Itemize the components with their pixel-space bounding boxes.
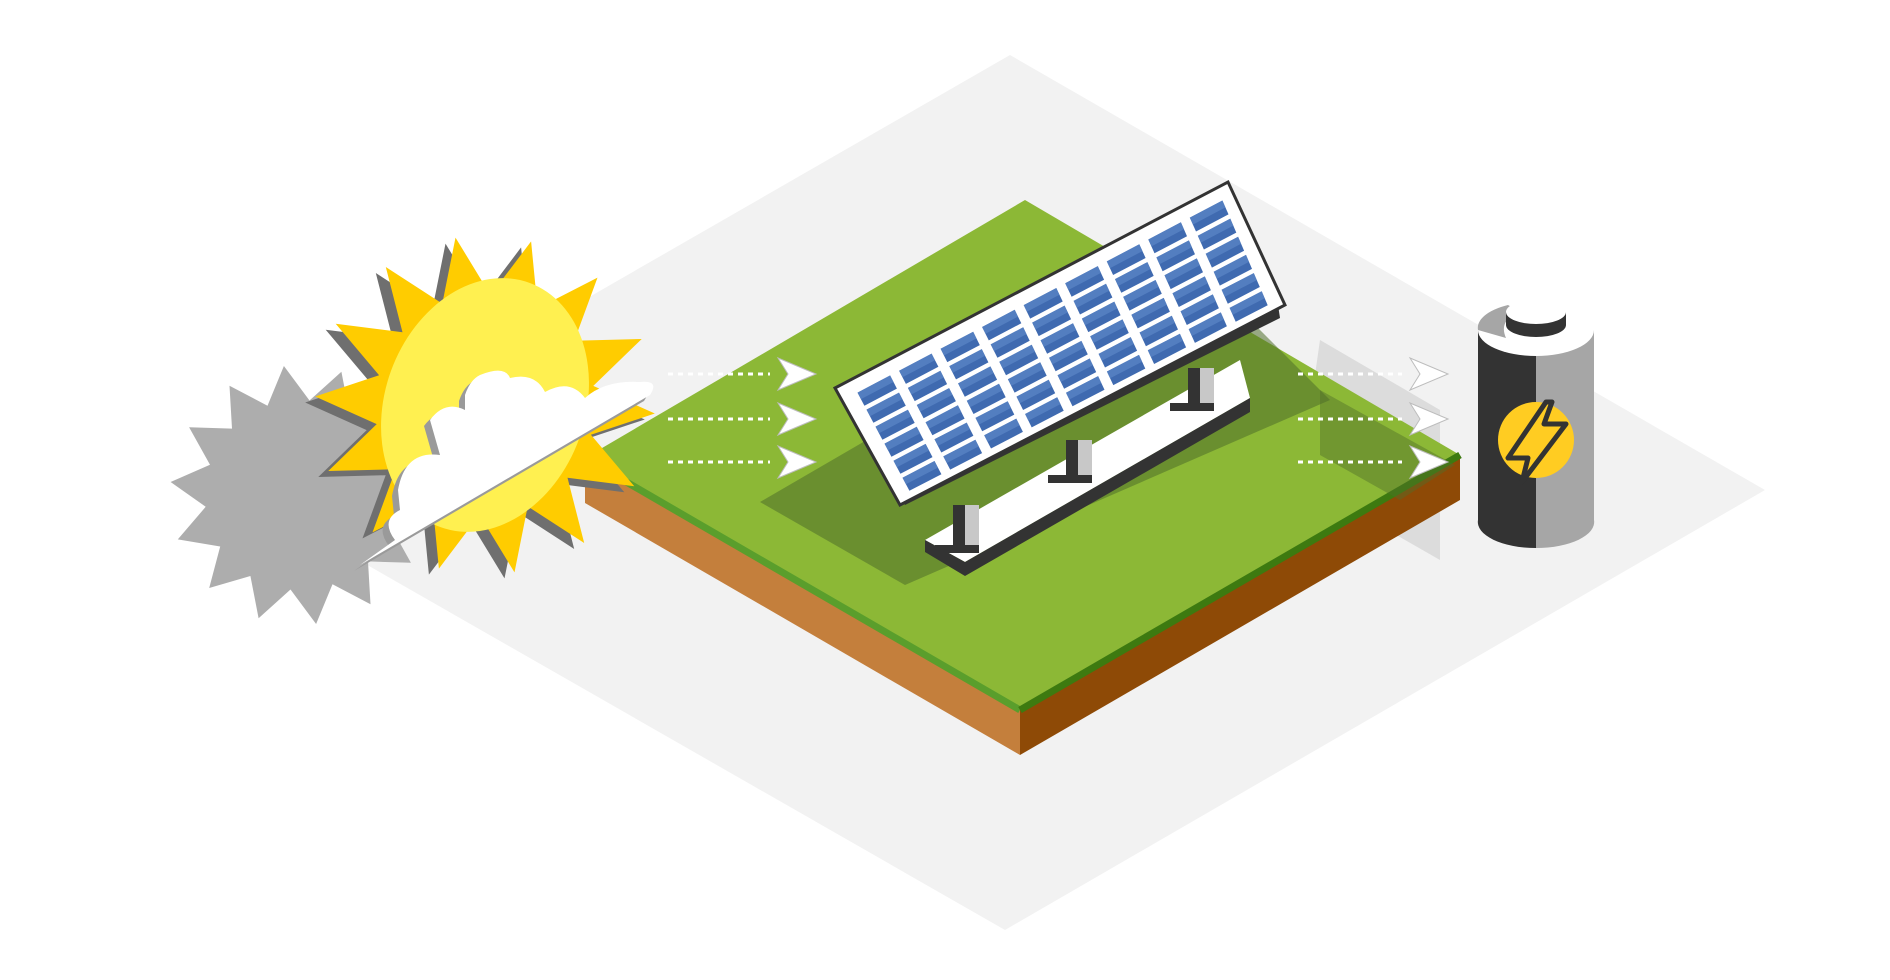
panel-cell-highlight — [1197, 218, 1234, 243]
panel-cell-highlight — [1205, 236, 1242, 261]
panel-cell-highlight — [1148, 222, 1184, 247]
panel-cell-highlight — [1156, 240, 1192, 265]
grass-edge-right — [1018, 451, 1462, 714]
panel-cell-highlight — [1139, 315, 1175, 340]
panel-cell-highlight — [1115, 262, 1151, 286]
panel-cell-highlight — [1106, 354, 1143, 379]
battery-terminal-top — [1506, 300, 1566, 324]
panel-cell-highlight — [875, 409, 912, 434]
panel-cell-highlight — [1025, 397, 1061, 421]
energy-arrows-out — [1298, 356, 1450, 480]
support-post — [965, 505, 979, 545]
energy-arrow-head — [776, 401, 818, 437]
panel-cell-highlight — [1164, 258, 1200, 283]
panel-cell-highlight — [999, 344, 1035, 369]
panel-cell-highlight — [982, 309, 1018, 334]
panel-cell-highlight — [899, 353, 935, 378]
support-post-dark — [1188, 368, 1200, 411]
cloud — [360, 370, 654, 565]
panel-cell-highlight — [1032, 305, 1068, 330]
panel-cell-highlight — [984, 418, 1020, 442]
panel-cell-highlight — [958, 366, 994, 390]
support-post — [1200, 368, 1214, 403]
panel-cell-highlight — [1180, 294, 1216, 319]
panel-cell-highlight — [966, 383, 1003, 408]
soil-left-face — [585, 458, 1020, 755]
energy-arrow-head — [776, 356, 818, 392]
support-post-dark — [953, 505, 965, 553]
support-post-dark — [1066, 440, 1078, 483]
panel-cells — [857, 200, 1268, 491]
energy-arrow-head — [1408, 356, 1450, 392]
panel-cell-highlight — [1007, 362, 1044, 386]
panel-cell-highlight — [884, 426, 921, 451]
panel-supports — [935, 368, 1214, 553]
energy-arrows-in — [668, 356, 818, 480]
panel-cell-highlight — [893, 443, 929, 468]
panel-cell-highlight — [1081, 301, 1118, 326]
battery-icon — [1477, 300, 1595, 549]
panel-cell-highlight — [916, 388, 953, 412]
panel-cell-highlight — [866, 392, 903, 417]
energy-arrow-head — [1408, 444, 1450, 480]
panel-cell-highlight — [1066, 376, 1102, 400]
panel-cell-highlight — [1040, 323, 1077, 347]
panel-cell-highlight — [1098, 337, 1134, 361]
panel-cell-highlight — [943, 439, 979, 463]
lightning-bolt-icon — [1505, 399, 1569, 485]
sun-icon — [305, 237, 655, 579]
panel-cell-highlight — [1023, 288, 1060, 312]
panel-cell-highlight — [1090, 319, 1126, 343]
energy-arrow-head — [1408, 401, 1450, 437]
panel-cell-highlight — [940, 331, 977, 356]
panel-cell-highlight — [1057, 358, 1093, 382]
panel-cell-highlight — [1189, 200, 1226, 225]
soil-right-face — [1020, 455, 1460, 755]
panel-cell-highlight — [902, 461, 938, 485]
grass-edge-left — [583, 454, 1022, 714]
sun-shadow-star — [170, 366, 430, 624]
panel-cell-highlight — [990, 327, 1027, 352]
panel-cell-highlight — [1147, 333, 1183, 358]
panel-cell-highlight — [1065, 266, 1101, 290]
panel-cell-highlight — [949, 349, 986, 373]
panel-cell-highlight — [1221, 273, 1257, 297]
panel-cell-highlight — [934, 422, 970, 446]
panel-base-edge — [925, 398, 1250, 576]
solar-panel — [832, 179, 1287, 508]
panel-cell-highlight — [975, 401, 1011, 425]
support-post — [1078, 440, 1092, 475]
panel-cell-highlight — [1016, 379, 1052, 404]
energy-arrow-head — [776, 444, 818, 480]
panel-cell-highlight — [907, 370, 944, 395]
panel-cell-highlight — [1073, 283, 1110, 308]
panel-cell-highlight — [925, 405, 962, 429]
panel-cell-highlight — [1131, 297, 1167, 322]
panel-cell-highlight — [1188, 312, 1224, 336]
panel-cell-highlight — [1106, 244, 1143, 269]
panel-cell-highlight — [1123, 280, 1159, 304]
sun-shadow — [170, 366, 430, 624]
panel-cell-highlight — [1049, 340, 1085, 365]
panel-cell-highlight — [1229, 291, 1265, 315]
panel-cell-highlight — [1172, 276, 1208, 301]
panel-cell-highlight — [857, 375, 894, 400]
panel-cell-highlight — [1213, 254, 1249, 279]
